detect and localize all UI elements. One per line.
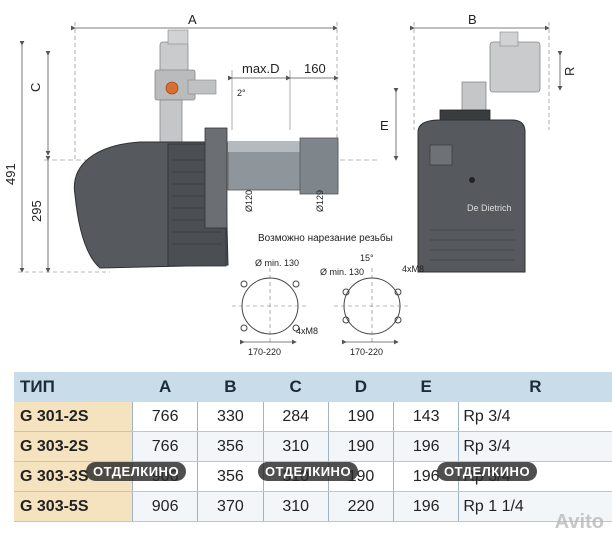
header-r: R <box>458 372 612 402</box>
cell-type: G 303-2S <box>14 431 133 462</box>
dim-a-label: A <box>188 12 197 27</box>
table-header-row: ТИП A B C D E R <box>14 372 612 402</box>
table-row: G 303-2S 766 356 310 190 196 Rp 3/4 <box>14 431 612 462</box>
range-label-a: 170-220 <box>248 347 281 357</box>
angle-2-label: 2° <box>237 88 246 98</box>
avito-logo: Avito <box>554 511 604 533</box>
cell-d: 190 <box>327 402 394 432</box>
table-row: G 301-2S 766 330 284 190 143 Rp 3/4 <box>14 402 612 432</box>
cell-c: 284 <box>262 402 329 432</box>
dim-295-label: 295 <box>29 200 44 222</box>
cell-b: 330 <box>197 402 264 432</box>
dim-c-label: C <box>28 83 43 92</box>
watermark-2: ОТДЕЛКИНО <box>258 462 359 481</box>
watermark-3: ОТДЕЛКИНО <box>437 462 538 481</box>
cell-d: 220 <box>327 491 394 522</box>
cell-a: 766 <box>131 431 198 462</box>
flange-detail-1: Ø min. 130 170-220 4xM8 <box>232 258 318 357</box>
phi-120-label: Ø120 <box>244 190 254 212</box>
valve-knob-icon <box>165 81 179 95</box>
dim-e-label: E <box>380 118 389 133</box>
cell-e: 196 <box>393 491 459 522</box>
phi-129-label: Ø129 <box>315 190 325 212</box>
cell-r: Rp 3/4 <box>458 402 612 432</box>
cell-type: G 301-2S <box>14 402 133 432</box>
spec-table: ТИП A B C D E R G 301-2S 766 330 284 190… <box>14 372 612 522</box>
cell-d: 190 <box>327 431 394 462</box>
cell-b: 370 <box>197 491 264 522</box>
header-a: A <box>132 372 198 402</box>
cell-e: 143 <box>393 402 459 432</box>
mounting-flange <box>204 127 228 229</box>
header-d: D <box>328 372 394 402</box>
header-b: B <box>197 372 264 402</box>
side-view: A C 491 295 max.D 160 2° <box>3 12 380 273</box>
flange-detail-2: Ø min. 130 15° 170-220 4xM8 <box>320 253 424 357</box>
m8-label-b: 4xM8 <box>402 264 424 274</box>
cell-c: 310 <box>262 491 329 522</box>
cell-type: G 303-5S <box>14 491 133 522</box>
brand-label: De Dietrich <box>467 203 512 213</box>
range-label-b: 170-220 <box>350 347 383 357</box>
cell-b: 356 <box>197 431 264 462</box>
angle-15-label: 15° <box>360 253 374 263</box>
dim-160-label: 160 <box>304 61 326 76</box>
cell-r: Rp 3/4 <box>458 431 612 462</box>
dim-b-label: B <box>468 12 477 27</box>
cell-a: 766 <box>131 402 198 432</box>
table-row: G 303-5S 906 370 310 220 196 Rp 1 1/4 <box>14 491 612 522</box>
thread-note: Возможно нарезание резьбы <box>258 232 393 244</box>
cell-e: 196 <box>393 431 459 462</box>
dim-r-label: R <box>562 67 577 76</box>
front-view: B R E De Dietrich <box>380 12 577 273</box>
cell-b: 356 <box>197 461 264 492</box>
header-e: E <box>393 372 459 402</box>
min130-label-a: Ø min. 130 <box>255 258 299 268</box>
min130-label-b: Ø min. 130 <box>320 267 364 277</box>
dim-491-label: 491 <box>3 163 18 185</box>
cell-a: 906 <box>131 491 198 522</box>
cell-r: Rp 1 1/4 <box>458 491 612 522</box>
dim-max-d-label: max.D <box>242 61 280 76</box>
watermark-1: ОТДЕЛКИНО <box>86 462 187 481</box>
front-housing <box>417 119 526 273</box>
cell-c: 310 <box>262 431 329 462</box>
burner-technical-drawing: A C 491 295 max.D 160 2° <box>3 12 577 357</box>
header-c: C <box>263 372 329 402</box>
header-type: ТИП <box>14 372 133 402</box>
gas-valve <box>159 41 189 73</box>
m8-label-a: 4xM8 <box>296 326 318 336</box>
